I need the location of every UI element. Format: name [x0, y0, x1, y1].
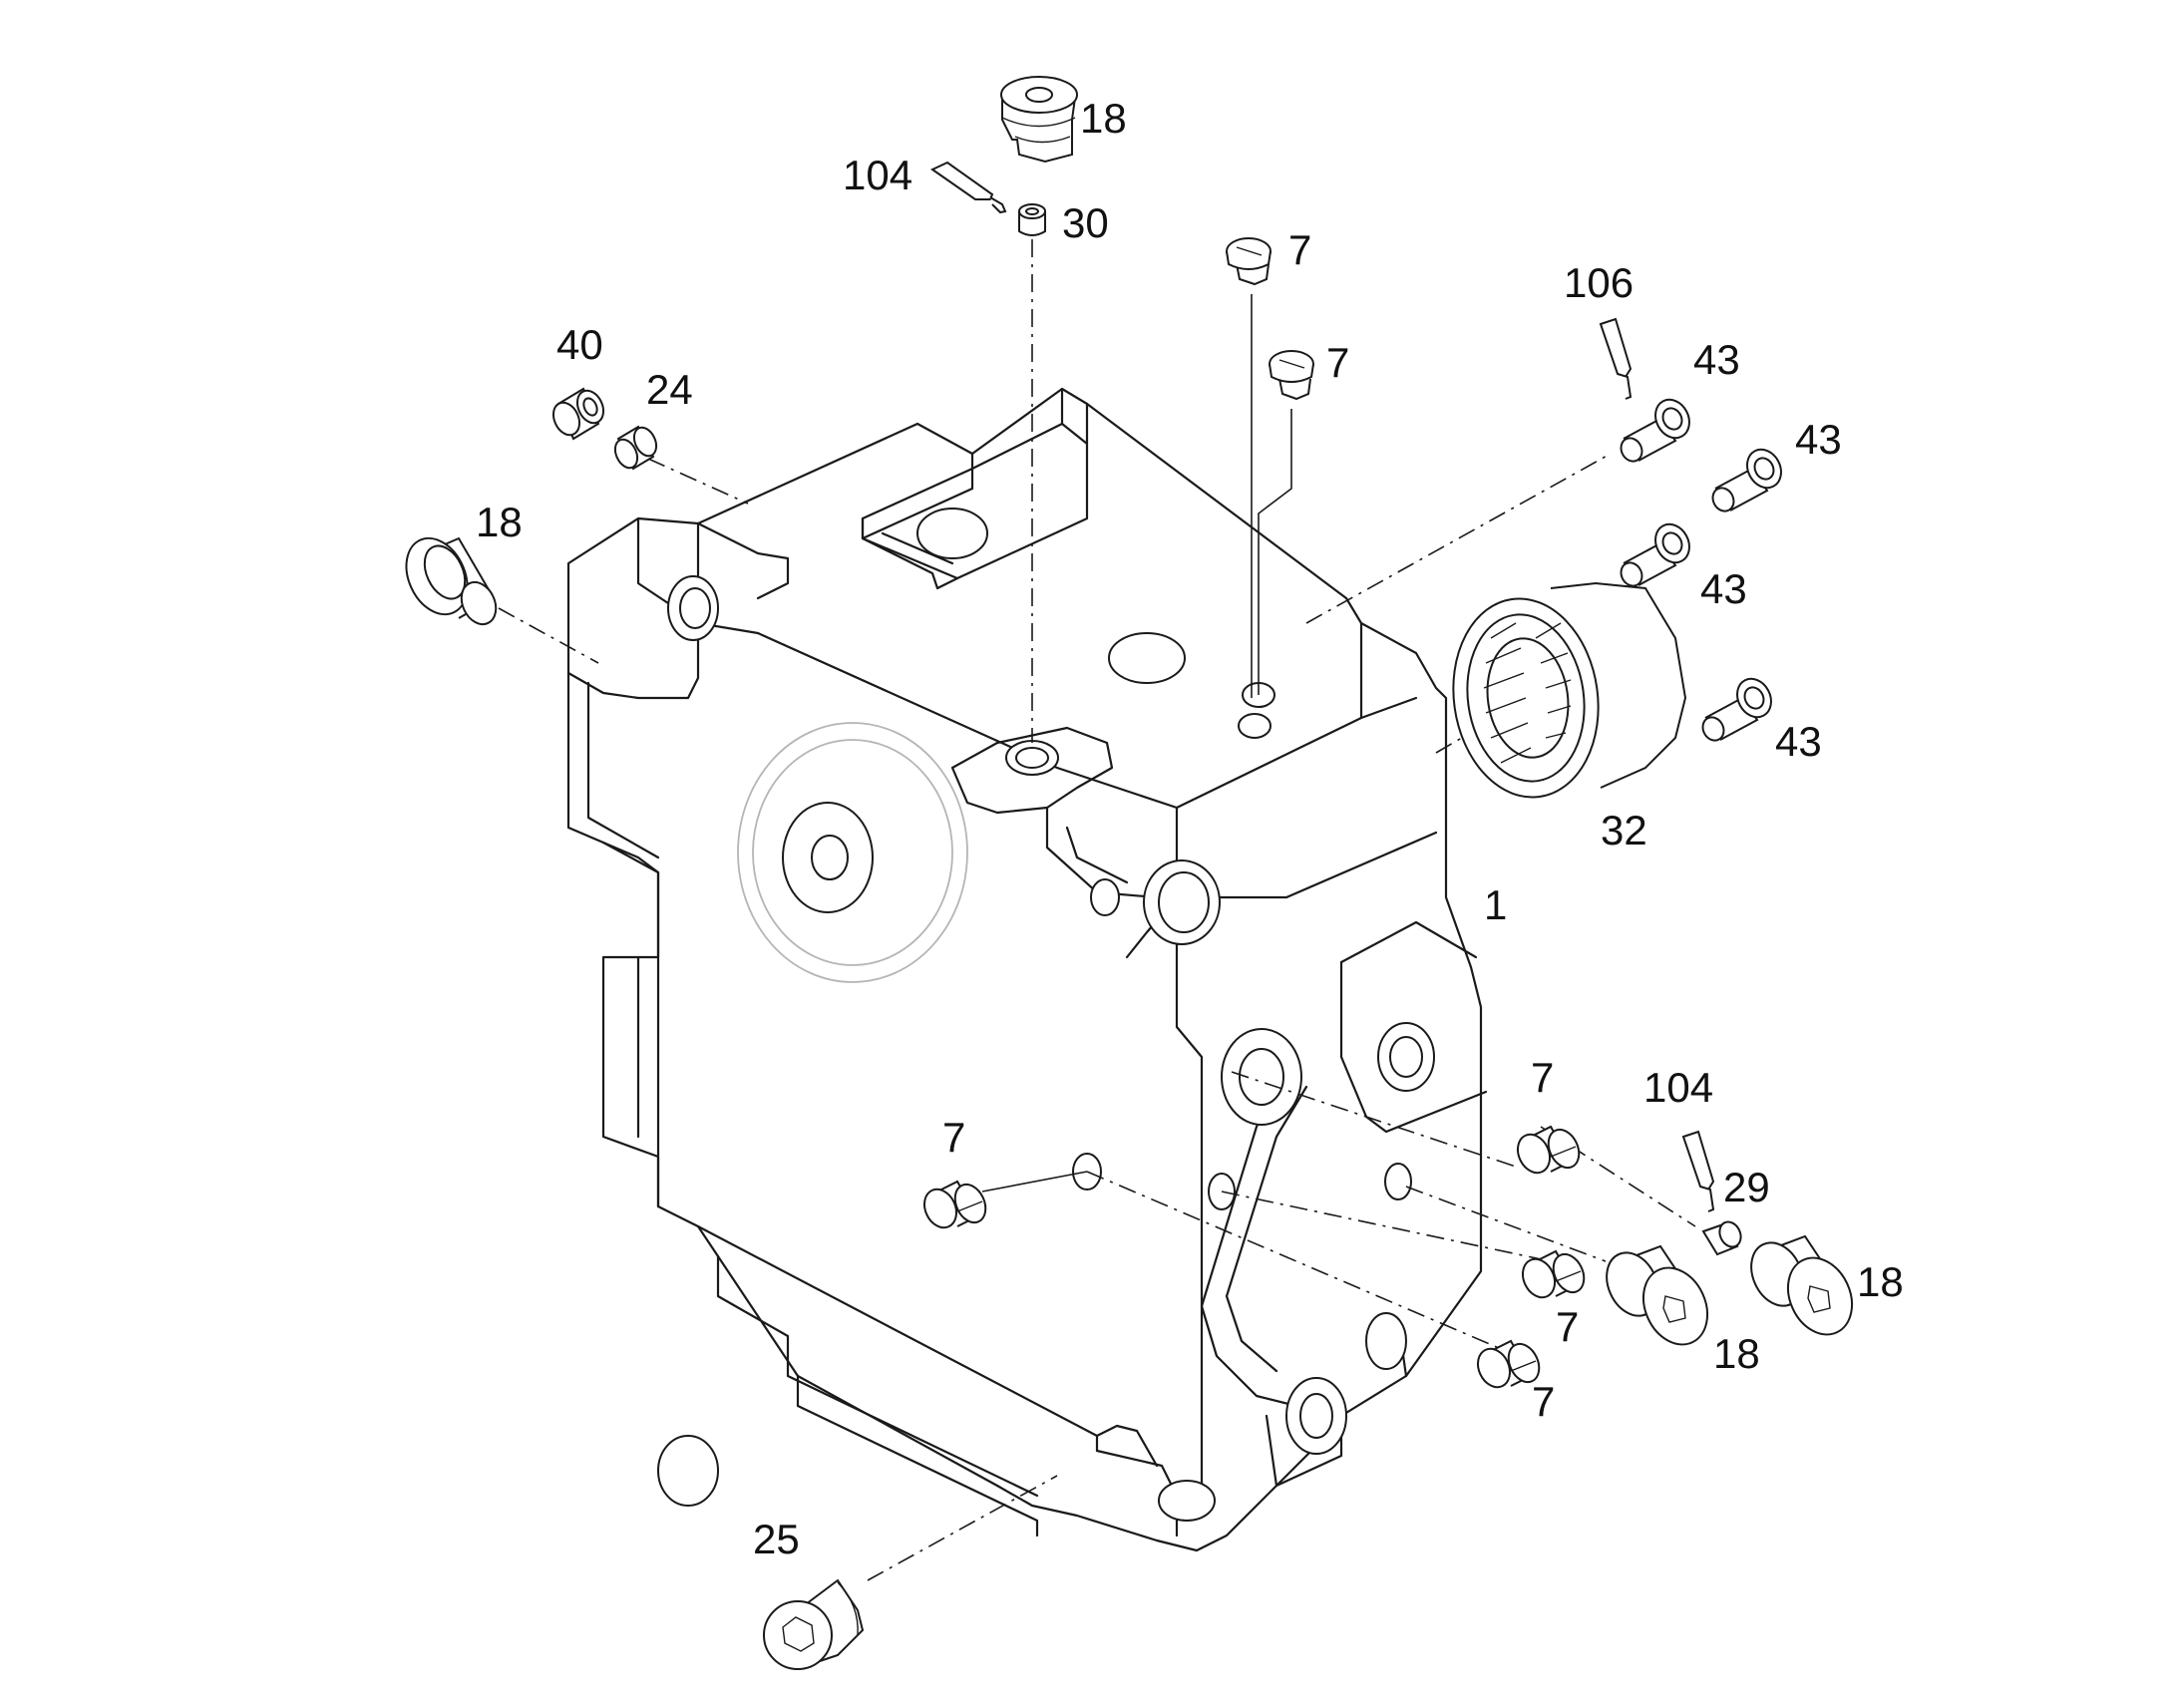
screw-7-left — [922, 1180, 987, 1229]
main-housing — [566, 387, 1488, 1552]
housing-bores — [657, 508, 1435, 1522]
callout-7-upper-right: 7 — [1326, 339, 1349, 386]
callout-18-left: 18 — [476, 499, 523, 545]
callout-30: 30 — [1062, 199, 1109, 246]
callout-25: 25 — [753, 1516, 800, 1562]
plug-18-left — [405, 536, 498, 626]
assembly-leaders — [498, 239, 1696, 1581]
callout-7-right-lower: 7 — [1532, 1378, 1555, 1425]
callout-18-lower-right: 18 — [1857, 1258, 1904, 1305]
screw-7-right-middle — [1521, 1249, 1586, 1299]
screw-7-upper-right — [1269, 350, 1314, 401]
set-screw-29 — [1701, 1220, 1742, 1256]
callout-7-right-middle: 7 — [1556, 1303, 1579, 1350]
callout-43-d: 43 — [1775, 718, 1822, 765]
callout-29: 29 — [1723, 1164, 1770, 1210]
callout-104-right: 104 — [1643, 1064, 1713, 1111]
plug-18-lower-middle — [1606, 1244, 1709, 1346]
callout-43-b: 43 — [1795, 416, 1842, 463]
callout-7-right-upper: 7 — [1531, 1054, 1554, 1101]
screw-7-right-lower — [1476, 1339, 1541, 1389]
callout-24: 24 — [646, 366, 693, 413]
callout-43-c: 43 — [1700, 565, 1747, 612]
callout-18-lower-middle: 18 — [1713, 1330, 1760, 1377]
sealant-tube-104-top — [930, 161, 1007, 214]
pin-43-b — [1711, 448, 1782, 512]
needle-bearing-32 — [1452, 581, 1687, 799]
plug-18-top — [1000, 76, 1078, 164]
callout-43-a: 43 — [1693, 336, 1740, 383]
screw-7-right-upper — [1516, 1125, 1581, 1175]
callout-labels: 18 104 30 7 7 106 43 43 43 43 40 24 18 3… — [476, 95, 1904, 1562]
sealant-tube-106 — [1599, 317, 1633, 400]
set-screw-30 — [1018, 203, 1046, 236]
callout-18-top: 18 — [1080, 95, 1127, 142]
sleeve-40 — [551, 387, 605, 441]
screw-7-top — [1226, 237, 1272, 286]
callout-104-top: 104 — [843, 152, 912, 198]
callout-7-top: 7 — [1288, 226, 1311, 273]
callout-40: 40 — [556, 321, 603, 368]
callout-1: 1 — [1484, 881, 1507, 928]
sleeve-24 — [613, 425, 658, 471]
pin-43-a — [1620, 398, 1690, 463]
plug-25 — [763, 1578, 865, 1670]
pin-43-d — [1701, 677, 1772, 742]
pin-43-c — [1620, 522, 1690, 587]
plug-18-lower-right — [1750, 1234, 1854, 1336]
callout-106: 106 — [1564, 259, 1634, 306]
sealant-tube-104-right — [1681, 1130, 1715, 1212]
callout-32: 32 — [1601, 807, 1647, 854]
callout-7-left: 7 — [942, 1114, 965, 1161]
